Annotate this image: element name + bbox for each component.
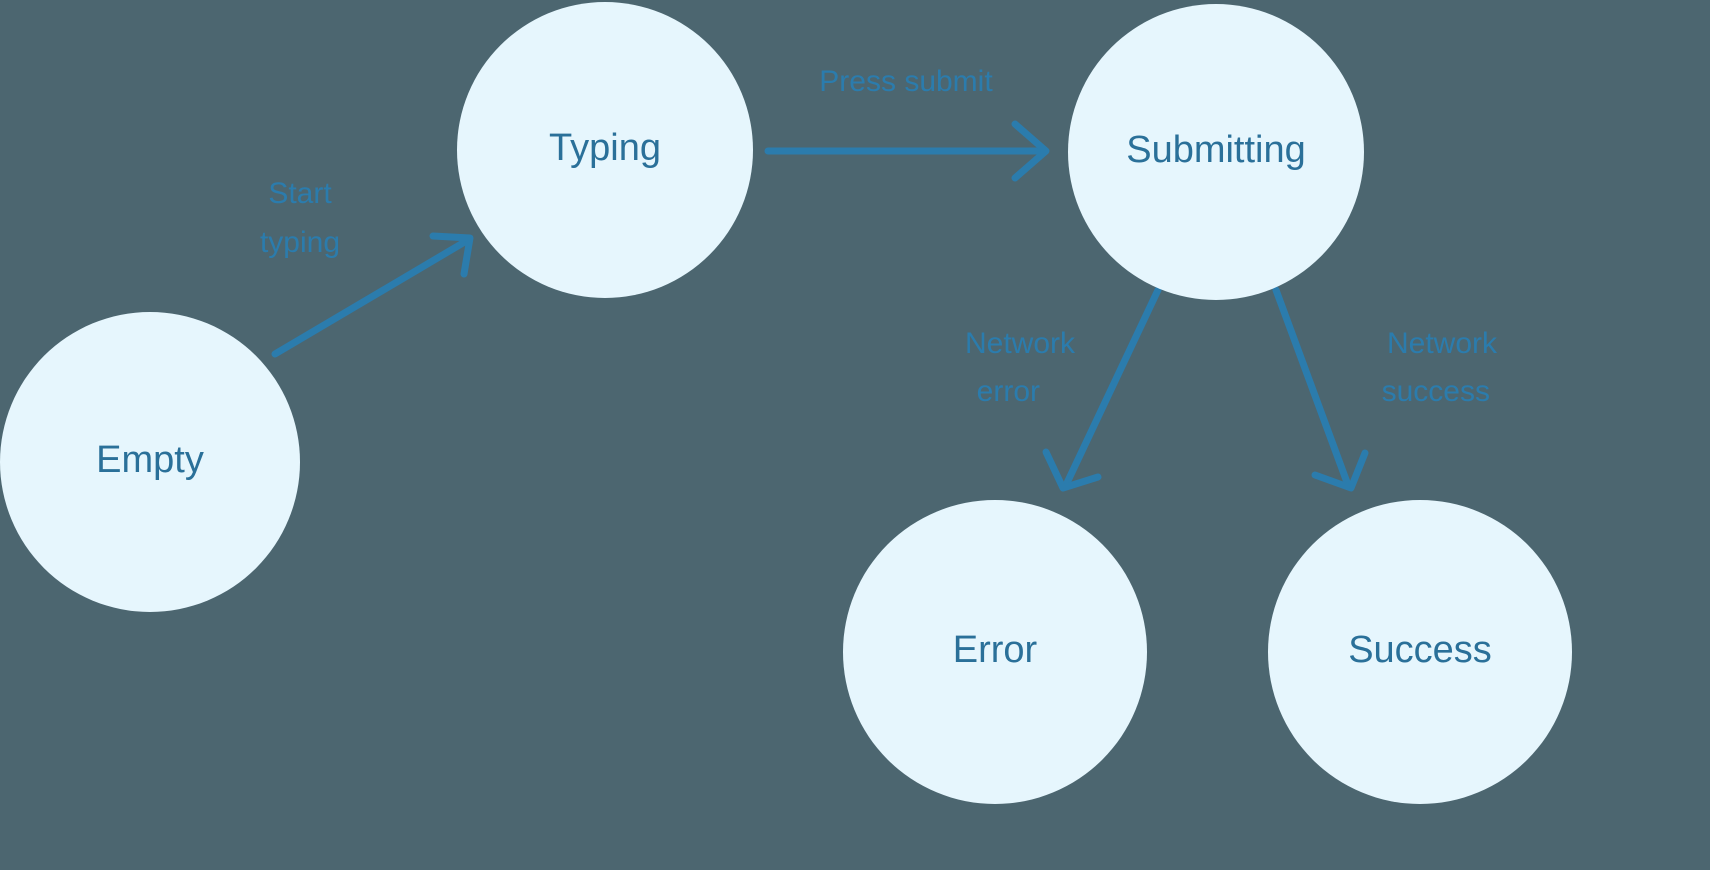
edge-submitting-to-success xyxy=(1272,286,1369,492)
edge-label-empty-to-typing-line1: Start xyxy=(268,177,332,210)
node-empty-label: Empty xyxy=(96,439,204,481)
node-typing-circle[interactable] xyxy=(457,2,753,298)
node-submitting-circle[interactable] xyxy=(1068,4,1364,300)
node-submitting-label: Submitting xyxy=(1126,129,1306,171)
edge-label-typing-to-submitting-line1: Press submit xyxy=(819,65,993,98)
node-error[interactable]: Error xyxy=(843,500,1147,804)
edge-empty-to-typing xyxy=(271,232,474,358)
edge-submitting-to-error xyxy=(1042,286,1162,492)
edge-empty-to-typing-arrowhead xyxy=(429,232,474,278)
edge-label-submitting-to-success: Network success xyxy=(1382,327,1498,408)
node-empty-circle[interactable] xyxy=(0,312,300,612)
node-typing-label: Typing xyxy=(549,127,661,169)
edge-submitting-to-error-line xyxy=(1062,286,1162,489)
edge-typing-to-submitting-arrowhead xyxy=(1011,120,1050,182)
node-error-circle[interactable] xyxy=(843,500,1147,804)
node-typing[interactable]: Typing xyxy=(457,2,753,298)
node-error-label: Error xyxy=(953,629,1038,671)
edge-label-submitting-to-error-line1: Network xyxy=(965,327,1076,360)
edge-label-empty-to-typing: Start typing xyxy=(260,177,340,259)
node-success-circle[interactable] xyxy=(1268,500,1572,804)
edge-label-typing-to-submitting: Press submit xyxy=(819,65,993,98)
edge-label-submitting-to-error: Network error xyxy=(965,327,1076,408)
node-empty[interactable]: Empty xyxy=(0,312,300,612)
edge-submitting-to-success-line xyxy=(1272,286,1352,489)
edge-label-empty-to-typing-line2: typing xyxy=(260,226,340,259)
edge-label-submitting-to-error-line2: error xyxy=(977,375,1040,408)
edge-typing-to-submitting xyxy=(764,120,1050,182)
edge-empty-to-typing-line xyxy=(271,236,472,358)
edge-label-submitting-to-success-line1: Network xyxy=(1387,327,1498,360)
node-submitting[interactable]: Submitting xyxy=(1068,4,1364,300)
edge-submitting-to-error-arrowhead xyxy=(1042,448,1102,492)
node-success-label: Success xyxy=(1348,629,1492,671)
edge-label-submitting-to-success-line2: success xyxy=(1382,375,1490,408)
node-success[interactable]: Success xyxy=(1268,500,1572,804)
edge-submitting-to-success-arrowhead xyxy=(1311,449,1369,492)
